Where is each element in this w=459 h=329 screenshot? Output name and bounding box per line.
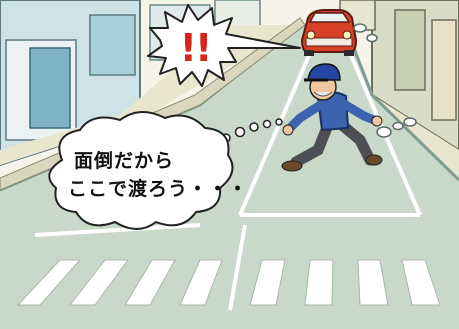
- thought-line-1: 面倒だから: [74, 150, 175, 172]
- crosswalk: [16, 259, 441, 306]
- thought-bubble: [48, 111, 234, 230]
- right-building-door: [431, 19, 457, 121]
- pedestrian-motion-puffs: [376, 117, 417, 138]
- left-building-window: [29, 47, 71, 129]
- car-motion-puffs: [353, 23, 378, 43]
- crosswalk-stripe: [124, 259, 176, 306]
- crosswalk-stripe: [16, 259, 82, 306]
- crosswalk-boundary: [34, 223, 201, 237]
- red-car: [300, 9, 358, 56]
- crosswalk-stripe: [68, 259, 129, 306]
- shout-bubble: [147, 4, 301, 87]
- crosswalk-stripe: [401, 259, 441, 306]
- crosswalk-stripe: [179, 259, 223, 306]
- left-building-window-upper: [89, 14, 136, 76]
- old-man-pedestrian: [281, 63, 383, 172]
- right-building-pillar: [394, 9, 426, 91]
- crosswalk-stripe: [304, 259, 334, 306]
- shout-text: !!: [179, 26, 213, 70]
- center-line-lower: [228, 224, 247, 311]
- crosswalk-stripe: [357, 259, 389, 306]
- crosswalk-stripe: [249, 259, 286, 306]
- thought-line-2: ここで渡ろう・・・: [68, 178, 249, 200]
